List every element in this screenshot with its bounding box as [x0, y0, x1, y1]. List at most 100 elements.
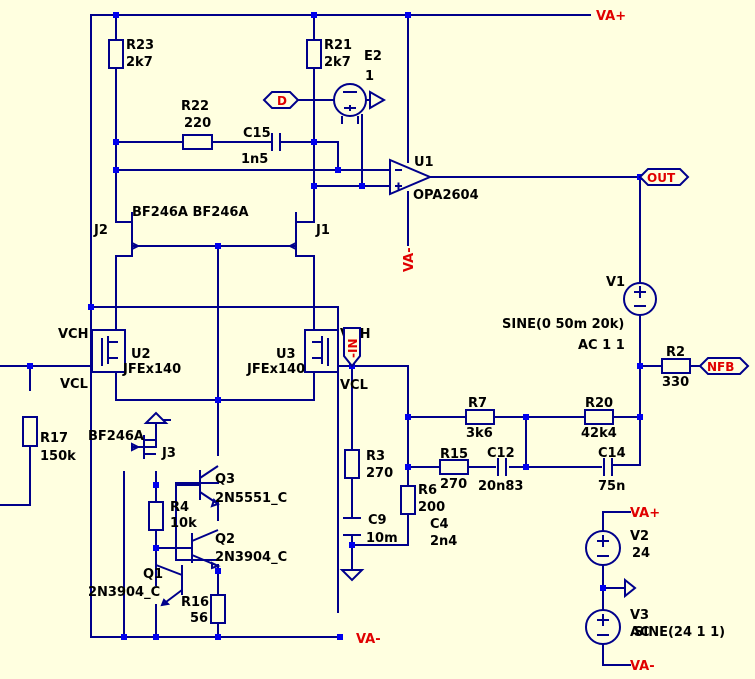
capacitor-c15[interactable]: C15 1n5 [241, 126, 281, 167]
source-v3[interactable]: V3 AC SINE(24 1 1) [585, 608, 725, 645]
bjt-q3[interactable]: Q3 2N5551_C [176, 465, 287, 508]
resistor-r15[interactable]: R15 270 [439, 447, 469, 492]
vam-v3-label: VA- [630, 659, 655, 674]
svg-text:OPA2604: OPA2604 [413, 188, 479, 203]
net-flag-out: OUT [638, 168, 690, 186]
net-flag-in-minus: -IN [343, 327, 361, 368]
resistor-r3[interactable]: R3 270 [344, 449, 393, 481]
svg-text:1: 1 [365, 69, 374, 84]
source-v2[interactable]: V2 24 [585, 529, 650, 566]
resistor-r2[interactable]: R2 330 [661, 345, 691, 390]
capacitor-c12[interactable]: C12 20n83 [478, 446, 523, 494]
svg-text:R7: R7 [468, 396, 487, 411]
svg-text:200: 200 [418, 500, 445, 515]
svg-text:AC 1 1: AC 1 1 [578, 338, 625, 353]
svg-text:J3: J3 [161, 446, 176, 461]
svg-text:270: 270 [366, 466, 393, 481]
svg-text:C15: C15 [243, 126, 271, 141]
jfet-pair-label: BF246A BF246A [132, 205, 249, 220]
vam-u1-label: VA- [402, 247, 417, 272]
svg-text:J2: J2 [93, 223, 108, 238]
jfet-j2[interactable]: J2 [93, 212, 150, 251]
svg-text:2n4: 2n4 [430, 534, 457, 549]
svg-text:R6: R6 [418, 483, 437, 498]
svg-text:SINE(24 1 1): SINE(24 1 1) [634, 625, 725, 640]
svg-text:24: 24 [632, 546, 650, 561]
svg-text:R20: R20 [585, 396, 613, 411]
vap-rail-label: VA+ [596, 9, 626, 24]
svg-text:VCH: VCH [58, 327, 88, 342]
svg-text:U2: U2 [131, 347, 151, 362]
svg-text:R17: R17 [40, 431, 68, 446]
resistor-r22[interactable]: R22 220 [181, 99, 213, 150]
svg-text:VA-: VA- [630, 659, 655, 674]
resistor-r17[interactable]: R17 150k [22, 416, 76, 464]
vap-v2-label: VA+ [630, 506, 660, 521]
capacitor-c4[interactable]: C4 2n4 [430, 517, 457, 549]
svg-text:E2: E2 [364, 49, 382, 64]
svg-text:R3: R3 [366, 449, 385, 464]
svg-text:220: 220 [184, 116, 211, 131]
bjt-q1[interactable]: Q1 2N3904_C [88, 564, 183, 607]
svg-text:OUT: OUT [647, 171, 676, 185]
svg-text:VA+: VA+ [630, 506, 660, 521]
svg-text:R21: R21 [324, 38, 352, 53]
wires [0, 14, 701, 666]
svg-text:V2: V2 [630, 529, 649, 544]
svg-text:V3: V3 [630, 608, 649, 623]
svg-text:Q1: Q1 [143, 567, 163, 582]
svg-text:42k4: 42k4 [581, 426, 617, 441]
svg-text:20n83: 20n83 [478, 479, 523, 494]
resistor-r7[interactable]: R7 3k6 [465, 396, 495, 441]
jfet-u2[interactable]: VCH VCL U2 JFEx140 [58, 327, 181, 392]
svg-text:C14: C14 [598, 446, 626, 461]
jfet-j1[interactable]: J1 [280, 212, 330, 251]
svg-text:1n5: 1n5 [241, 152, 268, 167]
svg-text:56: 56 [190, 611, 208, 626]
svg-text:R2: R2 [666, 345, 685, 360]
resistor-r20[interactable]: R20 42k4 [581, 396, 617, 441]
svg-text:C12: C12 [487, 446, 515, 461]
bjt-q2[interactable]: Q2 2N3904_C [191, 529, 287, 570]
capacitor-c14[interactable]: C14 75n [598, 446, 626, 494]
svg-text:C4: C4 [430, 517, 449, 532]
svg-text:R15: R15 [440, 447, 468, 462]
svg-text:AC: AC [630, 625, 650, 640]
svg-text:JFEx140: JFEx140 [122, 362, 181, 377]
svg-text:10m: 10m [366, 531, 398, 546]
svg-text:R4: R4 [170, 500, 189, 515]
svg-text:270: 270 [440, 477, 467, 492]
svg-text:R23: R23 [126, 38, 154, 53]
svg-text:U3: U3 [276, 347, 296, 362]
svg-text:D: D [277, 94, 287, 108]
svg-text:2N3904_C: 2N3904_C [215, 550, 287, 565]
svg-text:VCL: VCL [340, 378, 368, 393]
svg-text:R22: R22 [181, 99, 209, 114]
svg-text:U1: U1 [414, 155, 434, 170]
svg-text:10k: 10k [170, 516, 197, 531]
ground-v2-v3 [624, 577, 637, 599]
net-flag-d: D [262, 91, 300, 109]
svg-text:C9: C9 [368, 513, 387, 528]
svg-text:VA-: VA- [402, 247, 417, 272]
opamp-u1[interactable]: U1 OPA2604 [389, 155, 479, 203]
resistor-r23[interactable]: R23 2k7 [108, 38, 154, 70]
svg-text:JFEx140: JFEx140 [246, 362, 305, 377]
resistor-r4[interactable]: R4 10k [148, 500, 197, 531]
svg-text:75n: 75n [598, 479, 625, 494]
svg-text:J1: J1 [315, 223, 330, 238]
svg-text:2N3904_C: 2N3904_C [88, 585, 160, 600]
svg-text:150k: 150k [40, 449, 76, 464]
resistor-r21[interactable]: R21 2k7 [306, 38, 352, 70]
resistor-r16[interactable]: R16 56 [181, 594, 226, 626]
resistor-r6[interactable]: R6 200 [400, 483, 445, 515]
jfet-j3[interactable]: BF246A J3 [88, 429, 176, 461]
svg-text:NFB: NFB [707, 360, 734, 374]
svg-text:330: 330 [662, 375, 689, 390]
svg-text:V1: V1 [606, 275, 625, 290]
capacitor-c9[interactable]: C9 10m [343, 513, 398, 546]
svg-text:3k6: 3k6 [466, 426, 493, 441]
source-v1[interactable]: V1 SINE(0 50m 20k) AC 1 1 [502, 275, 657, 353]
svg-text:SINE(0 50m 20k): SINE(0 50m 20k) [502, 317, 624, 332]
